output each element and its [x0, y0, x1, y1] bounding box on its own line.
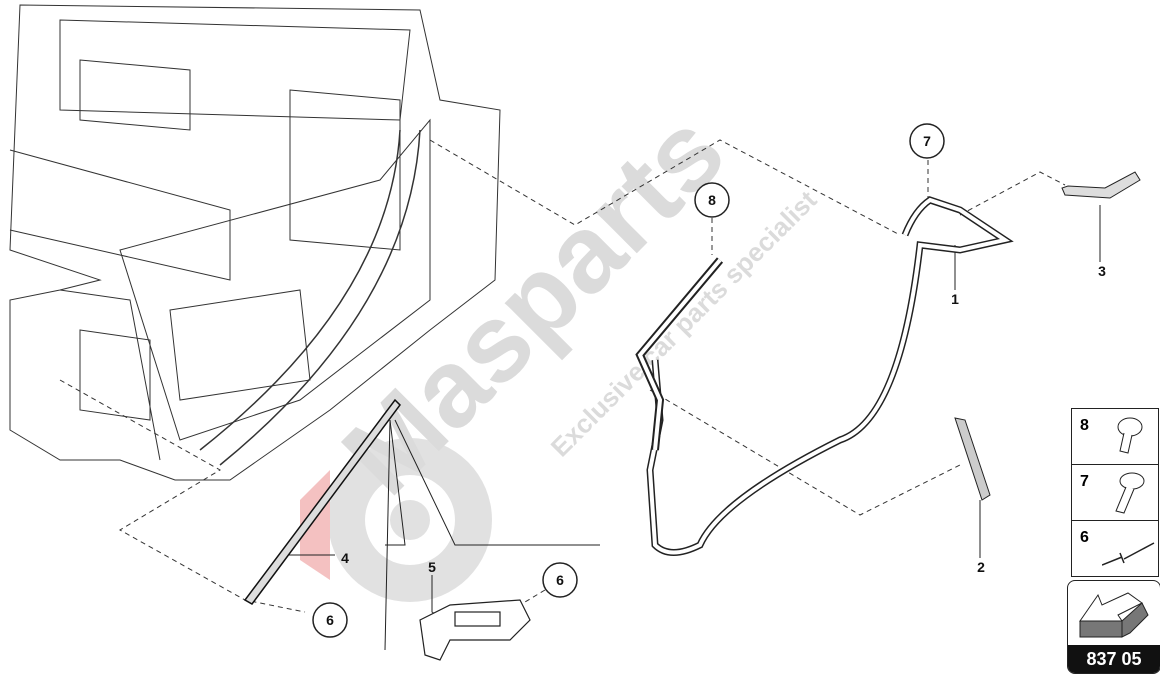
part-8-window-seal	[635, 257, 724, 451]
callout-5[interactable]: 5	[428, 559, 436, 575]
legend-label: 6	[1080, 529, 1089, 546]
legend-label: 7	[1080, 473, 1089, 490]
part-5-bracket	[419, 599, 531, 661]
fastener-legend: 8 7 6	[1071, 408, 1159, 577]
legend-item-8[interactable]: 8	[1072, 409, 1158, 465]
callout-1[interactable]: 1	[951, 291, 959, 307]
page-code: 837 05	[1068, 645, 1160, 673]
legend-item-6[interactable]: 6	[1072, 521, 1158, 576]
callout-3[interactable]: 3	[1098, 263, 1106, 279]
callout-2[interactable]: 2	[977, 559, 985, 575]
part-1-door-seal	[646, 196, 1014, 556]
part-4-trim-strip	[243, 398, 401, 605]
part-3-bracket	[1061, 171, 1141, 199]
watermark-logo: Masparts Exclusive car parts specialist	[300, 89, 823, 602]
rivet-icon	[1102, 542, 1155, 566]
legend-label: 8	[1080, 417, 1089, 434]
screw-icon	[1115, 472, 1145, 514]
callout-4[interactable]: 4	[341, 550, 349, 566]
svg-text:6: 6	[326, 612, 334, 628]
solid-leaders	[280, 205, 1101, 651]
callout-6b[interactable]: 6	[542, 562, 578, 598]
callout-6a[interactable]: 6	[312, 602, 348, 638]
screw-icon	[1117, 417, 1143, 454]
callout-8[interactable]: 8	[694, 182, 730, 218]
part-2-trim	[954, 417, 991, 501]
leader-lines	[59, 139, 1066, 613]
legend-item-7[interactable]: 7	[1072, 465, 1158, 521]
svg-text:6: 6	[556, 572, 564, 588]
chassis-body	[9, 4, 501, 481]
callout-7[interactable]: 7	[909, 123, 945, 159]
arrow-icon	[1079, 592, 1149, 638]
svg-text:7: 7	[923, 133, 931, 149]
page-code-badge: 837 05	[1067, 580, 1160, 674]
svg-text:8: 8	[708, 192, 716, 208]
